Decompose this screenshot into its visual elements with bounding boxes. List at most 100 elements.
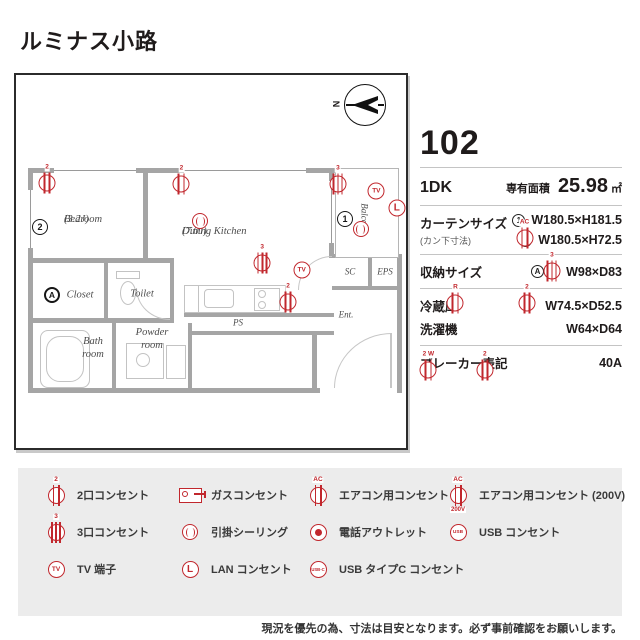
legend-label: 3口コンセント xyxy=(77,527,150,539)
tv-terminal-icon: TV xyxy=(47,560,65,578)
stove-burner-2 xyxy=(258,301,266,309)
layout-type: 1DK xyxy=(420,179,453,196)
outlet-3-icon: 3 xyxy=(329,165,347,195)
wall-bath-powder-divider xyxy=(112,323,116,388)
closet-label: Closet xyxy=(66,289,94,301)
bedroom-name: Bedroom xyxy=(64,214,103,225)
disclaimer-text: 現況を優先の為、寸法は目安となります。必ず事前確認をお願いします。 xyxy=(261,623,622,635)
legend-label: USB コンセント xyxy=(479,527,561,539)
window-balcony-door xyxy=(329,181,334,243)
legend-label: ガスコンセント xyxy=(211,490,288,502)
breaker-value: 40A xyxy=(599,355,622,370)
divider xyxy=(420,345,622,346)
outlet-2-icon: 2 xyxy=(172,165,190,195)
legend-label: LAN コンセント xyxy=(211,564,292,576)
ceiling-light-icon xyxy=(192,213,209,229)
wall-bedroom-dk-divider xyxy=(143,168,148,263)
divider xyxy=(420,167,622,168)
legend-item-usbc: USB-C USB タイプC コンセント xyxy=(306,556,464,582)
curtain-mark-2: 2 xyxy=(32,219,48,235)
toilet-label: Toilet xyxy=(130,288,154,300)
bathtub-inner xyxy=(46,336,84,382)
powder-label: Powder room xyxy=(135,326,169,351)
unit-number: 102 xyxy=(420,124,480,162)
washer-label: 洗濯機 xyxy=(420,323,458,337)
phone-outlet-icon xyxy=(309,523,327,541)
lan-outlet-icon: L xyxy=(181,560,199,578)
compass-arrow-notch xyxy=(368,100,378,110)
legend-label: TV 端子 xyxy=(77,564,117,576)
legend-item-usb: USB USB コンセント xyxy=(446,519,560,545)
fridge-row: 冷蔵庫 W74.5×D52.5 xyxy=(420,296,622,315)
area-unit: ㎡ xyxy=(611,183,622,195)
toilet-tank xyxy=(116,271,140,279)
wall-kitchen-bottom xyxy=(184,313,334,317)
outlet-2-icon: 2 xyxy=(38,164,56,194)
usb-outlet-icon: USB xyxy=(449,523,467,541)
curtain-note: (カン下寸法) xyxy=(420,236,471,246)
legend-label: USB タイプC コンセント xyxy=(339,564,465,576)
ceiling-light-icon xyxy=(182,524,198,540)
toilet-bowl xyxy=(120,281,136,305)
bath-label: Bath room xyxy=(82,335,104,360)
washer-pan xyxy=(166,345,186,379)
curtain-size-1: W180.5×H181.5 xyxy=(531,213,622,227)
wall-toilet-right xyxy=(170,263,174,320)
ac-outlet-icon: AC xyxy=(516,219,534,249)
breaker-row: ブレーカー表記 40A xyxy=(420,353,622,372)
ps-label: PS xyxy=(233,317,243,328)
outlet-3-icon: 3 xyxy=(543,252,561,282)
wall-bottom xyxy=(28,388,320,393)
curtain-label: カーテンサイズ xyxy=(420,217,508,231)
sc-label: SC xyxy=(344,266,356,277)
ac-outlet-icon: AC xyxy=(309,476,327,506)
washer-outlet-icon: 2 W xyxy=(419,351,437,381)
wall-sc-bottom xyxy=(332,286,402,290)
kitchen-sink xyxy=(204,289,234,308)
entrance-label: Ent. xyxy=(338,309,354,320)
storage-size-row: 収納サイズ A W98×D83 xyxy=(420,262,622,281)
legend-label: 2口コンセント xyxy=(77,490,150,502)
wall-closet-toilet-bottom xyxy=(28,318,174,323)
legend-label: エアコン用コンセント (200V) xyxy=(479,490,626,502)
tv-terminal-icon: TV xyxy=(293,261,311,279)
page-title: ルミナス小路 xyxy=(20,29,159,54)
divider xyxy=(420,205,622,206)
storage-mark-a: A xyxy=(44,287,60,303)
legend-label: 引掛シーリング xyxy=(211,527,288,539)
outlet-3-icon: 3 xyxy=(47,513,65,543)
floorplan-canvas: N Bedroom (3.2J) Dining Kitchen xyxy=(14,73,561,450)
usbc-outlet-icon: USB-C xyxy=(309,560,327,578)
window-dk xyxy=(184,168,306,173)
outlet-2-icon: 2 xyxy=(518,284,536,314)
legend-label: 電話アウトレット xyxy=(339,527,427,539)
curtain-mark-1: 1 xyxy=(337,211,353,227)
ceiling-light-icon xyxy=(352,221,369,237)
outlet-3-icon: 3 xyxy=(253,244,271,274)
lan-outlet-icon: L xyxy=(388,199,406,217)
legend-item-gas: ガスコンセント xyxy=(178,482,288,508)
fridge-outlet-icon: R xyxy=(446,284,464,314)
wall-right-outer xyxy=(397,254,402,393)
outlet-2-icon: 2 xyxy=(476,351,494,381)
tv-terminal-icon: TV xyxy=(367,182,385,200)
legend-panel: 2 2口コンセント 3 3口コンセント TV TV 端子 ガスコンセント 引掛シ… xyxy=(18,468,626,616)
powder-sink xyxy=(136,353,150,367)
compass-north-label: N xyxy=(331,100,342,108)
legend-label: エアコン用コンセント xyxy=(339,490,449,502)
gas-outlet-icon xyxy=(178,487,206,503)
outlet-2-icon: 2 xyxy=(279,283,297,313)
fridge-size: W74.5×D52.5 xyxy=(545,298,622,313)
kitchen-counter-divider xyxy=(198,285,199,313)
area-label: 専有面積 xyxy=(505,183,550,195)
dk-name: Dining Kitchen xyxy=(182,226,247,237)
washer-row: 洗濯機 W64×D64 xyxy=(420,319,622,338)
wall-entrance-left xyxy=(312,331,317,388)
entrance-door-leaf xyxy=(390,333,392,388)
legend-item-outlet3: 3 3口コンセント xyxy=(44,513,150,545)
stove-burner-1 xyxy=(258,290,266,298)
storage-label: 収納サイズ xyxy=(420,266,483,280)
legend-item-tv: TV TV 端子 xyxy=(44,556,116,582)
